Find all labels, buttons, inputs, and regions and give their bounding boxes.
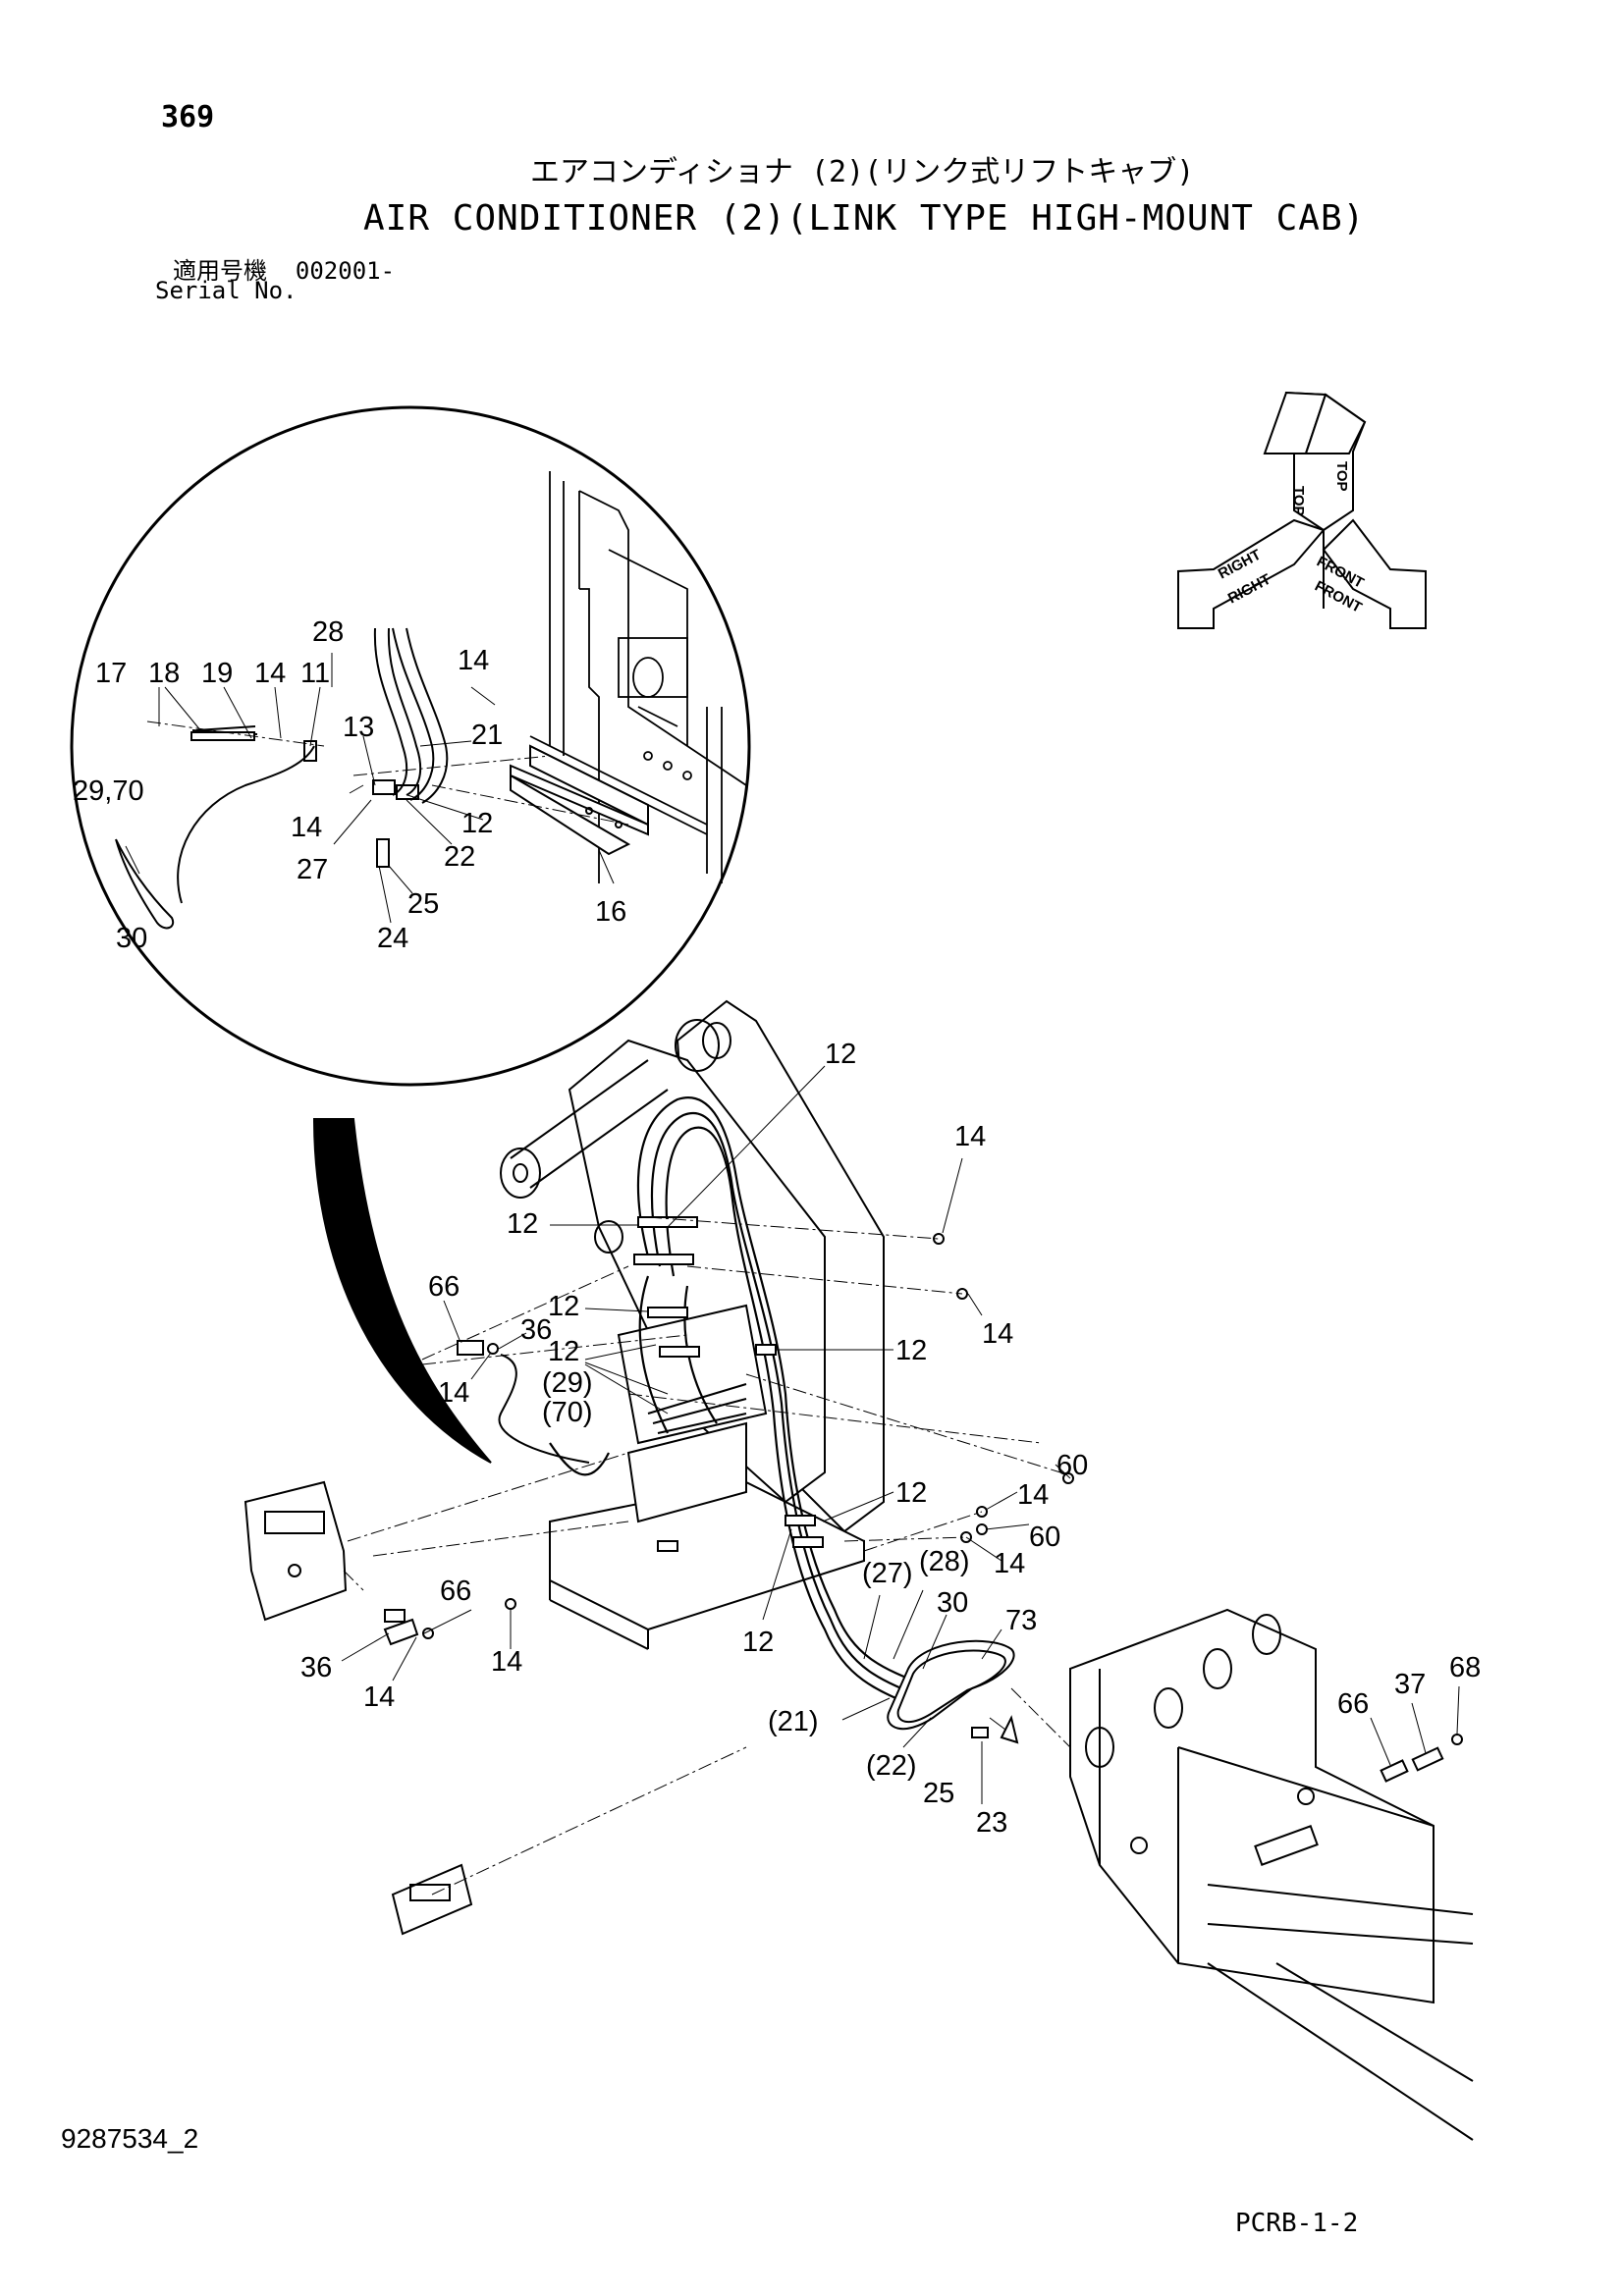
main-callout: (22) [866, 1750, 917, 1782]
detail-callout: 17 [95, 658, 127, 689]
main-callout: 14 [363, 1682, 395, 1713]
orientation-label-top: TOP [1290, 486, 1307, 516]
main-callout: 14 [994, 1548, 1025, 1579]
main-callout: 12 [825, 1039, 856, 1070]
main-hoses [549, 1096, 934, 1712]
main-callout: 60 [1056, 1450, 1088, 1481]
main-callout: 12 [548, 1336, 579, 1367]
detail-callout: 18 [148, 658, 180, 689]
orientation-label-top-mirror: TOP [1333, 461, 1350, 492]
detail-leaders [146, 721, 629, 826]
serial-label-jp: 適用号機 [173, 257, 267, 285]
orientation-arrow-right [1177, 518, 1326, 629]
detail-callout: 14 [254, 658, 286, 689]
detail-callout: 29,70 [73, 775, 144, 807]
main-callout: 14 [1017, 1479, 1049, 1511]
main-callout: (27) [862, 1558, 913, 1589]
serial-value: 002001- [295, 257, 396, 285]
main-assembly [244, 999, 1474, 2141]
detail-view: 28 17 18 19 14 11 14 13 21 29,70 14 12 2… [70, 405, 751, 1087]
connector-66-36 [457, 1340, 590, 1464]
main-callout: 14 [491, 1646, 522, 1678]
bracket-16 [510, 744, 649, 856]
main-leaders [343, 1216, 1071, 1896]
main-callout: 60 [1029, 1522, 1060, 1553]
serial-label-japanese: 適用号機 002001- [173, 251, 395, 286]
orientation-arrow-front [1322, 518, 1427, 629]
main-callout: 30 [937, 1587, 968, 1619]
main-callout: 14 [954, 1121, 986, 1152]
connector-left [244, 1480, 473, 1936]
detail-callout: 21 [471, 720, 503, 751]
detail-callout: 14 [458, 645, 489, 676]
main-callout: 37 [1394, 1669, 1426, 1700]
hose-loop-73 [887, 1639, 1015, 1731]
detail-callout: 22 [444, 841, 475, 873]
main-callout: 36 [300, 1652, 332, 1683]
orientation-arrowhead-top-2 [1304, 393, 1367, 454]
main-callout: (28) [919, 1546, 970, 1577]
main-callout: 66 [428, 1271, 460, 1303]
detail-callout: 16 [595, 896, 626, 928]
title-english: AIR CONDITIONER (2)(LINK TYPE HIGH-MOUNT… [363, 198, 1366, 239]
main-callout: 68 [1449, 1652, 1481, 1683]
main-callout: 12 [895, 1477, 927, 1509]
detail-callout-leaders [125, 653, 615, 924]
detail-frame [529, 471, 747, 883]
main-callout-leaders [341, 1065, 1460, 1804]
main-callout: 66 [440, 1575, 471, 1607]
detail-callout: 27 [297, 854, 328, 885]
control-block [617, 1304, 768, 1523]
main-callout: 12 [548, 1291, 579, 1322]
document-id: 9287534_2 [61, 2123, 199, 2154]
detail-callout: 14 [291, 812, 322, 843]
detail-callout: 24 [377, 923, 408, 954]
main-callout: 36 [520, 1314, 552, 1346]
detail-callout: 28 [312, 616, 344, 648]
detail-callout: 12 [461, 808, 493, 839]
orientation-symbol: TOP TOP RIGHT RIGHT FRONT FRONT [1177, 391, 1427, 629]
detail-callout: 19 [201, 658, 233, 689]
detail-circle [70, 405, 751, 1087]
main-callout: 12 [895, 1335, 927, 1366]
fittings-right [971, 1715, 1463, 1783]
main-callout: (29) [542, 1367, 593, 1399]
detail-callout: 13 [343, 712, 374, 743]
detail-callout: 11 [300, 658, 330, 689]
detail-pointer-swoosh [312, 1118, 492, 1464]
main-callout: 23 [976, 1807, 1007, 1839]
main-callout: (21) [768, 1706, 819, 1737]
main-callout: 12 [507, 1208, 538, 1240]
serial-label-english: Serial No. [155, 277, 298, 304]
page-code: PCRB-1-2 [1235, 2209, 1359, 2238]
main-callout: 14 [982, 1318, 1013, 1350]
main-callout: (70) [542, 1397, 593, 1428]
lower-frame [1069, 1608, 1474, 2141]
main-callout: 12 [742, 1627, 774, 1658]
hose-clamps [633, 1216, 824, 1548]
main-callout: 73 [1005, 1605, 1037, 1636]
main-callout: 66 [1337, 1688, 1369, 1720]
detail-callout: 25 [407, 888, 439, 920]
main-callout: 14 [438, 1377, 469, 1409]
cylinder [500, 1019, 731, 1254]
main-callout: 25 [923, 1778, 954, 1809]
detail-callout: 30 [116, 923, 147, 954]
title-japanese: エアコンディショナ (2)(リンク式リフトキャブ) [530, 155, 1195, 189]
page-number: 369 [161, 100, 215, 134]
